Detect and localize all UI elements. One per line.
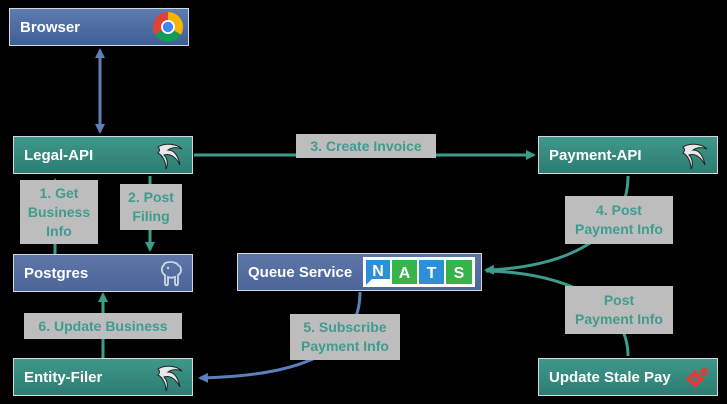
legal-api-node: Legal-API [13,136,193,174]
edge-label-get-business-info: 1. Get Business Info [20,180,98,244]
chrome-icon [152,11,184,47]
update-stale-pay-node: Update Stale Pay [538,358,718,396]
flask-icon [154,363,186,397]
svg-text:T: T [427,265,437,282]
postgres-node: Postgres [13,254,193,292]
svg-text:N: N [372,263,384,280]
legal-api-label: Legal-API [24,146,94,164]
update-stale-pay-label: Update Stale Pay [549,368,671,386]
payment-api-node: Payment-API [538,136,718,174]
queue-service-label: Queue Service [248,263,353,281]
edge-label-post-filing: 2. Post Filing [120,184,182,230]
svg-text:S: S [454,265,465,282]
edge-label-create-invoice: 3. Create Invoice [296,134,436,158]
gear-icon [685,365,711,395]
nats-logo: N A T S [363,257,475,291]
entity-filer-label: Entity-Filer [24,368,103,386]
postgres-label: Postgres [24,264,89,282]
browser-label: Browser [20,18,81,36]
postgres-elephant-icon [156,259,186,293]
payment-api-label: Payment-API [549,146,642,164]
queue-service-node: Queue Service N A T S [237,253,482,291]
flask-icon [154,141,186,175]
browser-node: Browser [9,8,189,46]
edge-label-subscribe-payment-info: 5. Subscribe Payment Info [290,314,400,360]
entity-filer-node: Entity-Filer [13,358,193,396]
edge-label-post-payment-info: Post Payment Info [565,286,673,334]
edge-label-post-payment-info-4: 4. Post Payment Info [565,196,673,244]
edge-label-update-business: 6. Update Business [24,313,182,339]
flask-icon [679,141,711,175]
svg-text:A: A [399,265,411,282]
